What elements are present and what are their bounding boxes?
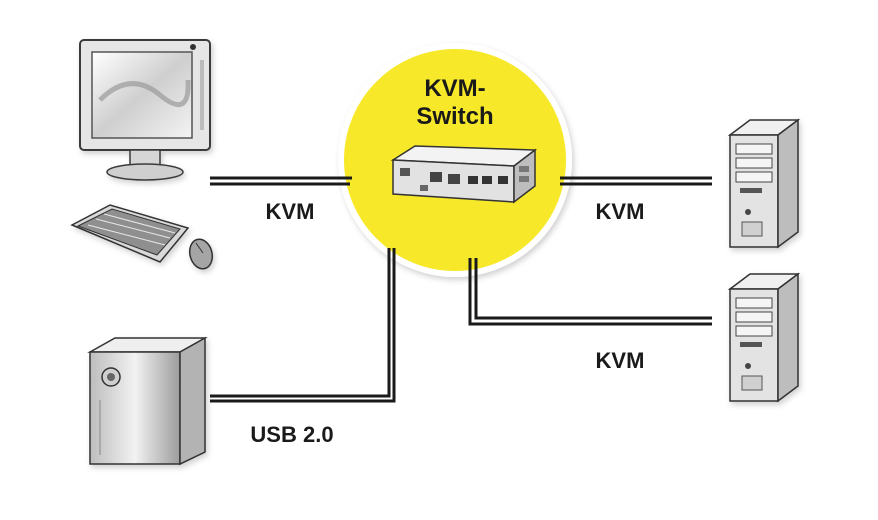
pc2-link-line — [468, 258, 712, 326]
mouse-icon — [188, 238, 214, 270]
hub-title-line2: Switch — [416, 103, 493, 130]
tower-pc-icon-1 — [727, 118, 801, 249]
external-drive-icon — [87, 336, 208, 466]
connection-lines — [210, 176, 712, 403]
keyboard-icon — [70, 204, 190, 263]
tower-pc-icon-2 — [727, 272, 801, 403]
monitor-link-label: KVM — [266, 199, 315, 224]
pc2-link-label: KVM — [596, 348, 645, 373]
kvm-switch-device-icon — [390, 145, 538, 204]
hub-title-line1: KVM- — [424, 75, 485, 102]
monitor-icon — [79, 39, 211, 181]
pc1-link-label: KVM — [596, 199, 645, 224]
storage-link-line — [210, 248, 391, 398]
storage-link-label: USB 2.0 — [250, 422, 333, 447]
